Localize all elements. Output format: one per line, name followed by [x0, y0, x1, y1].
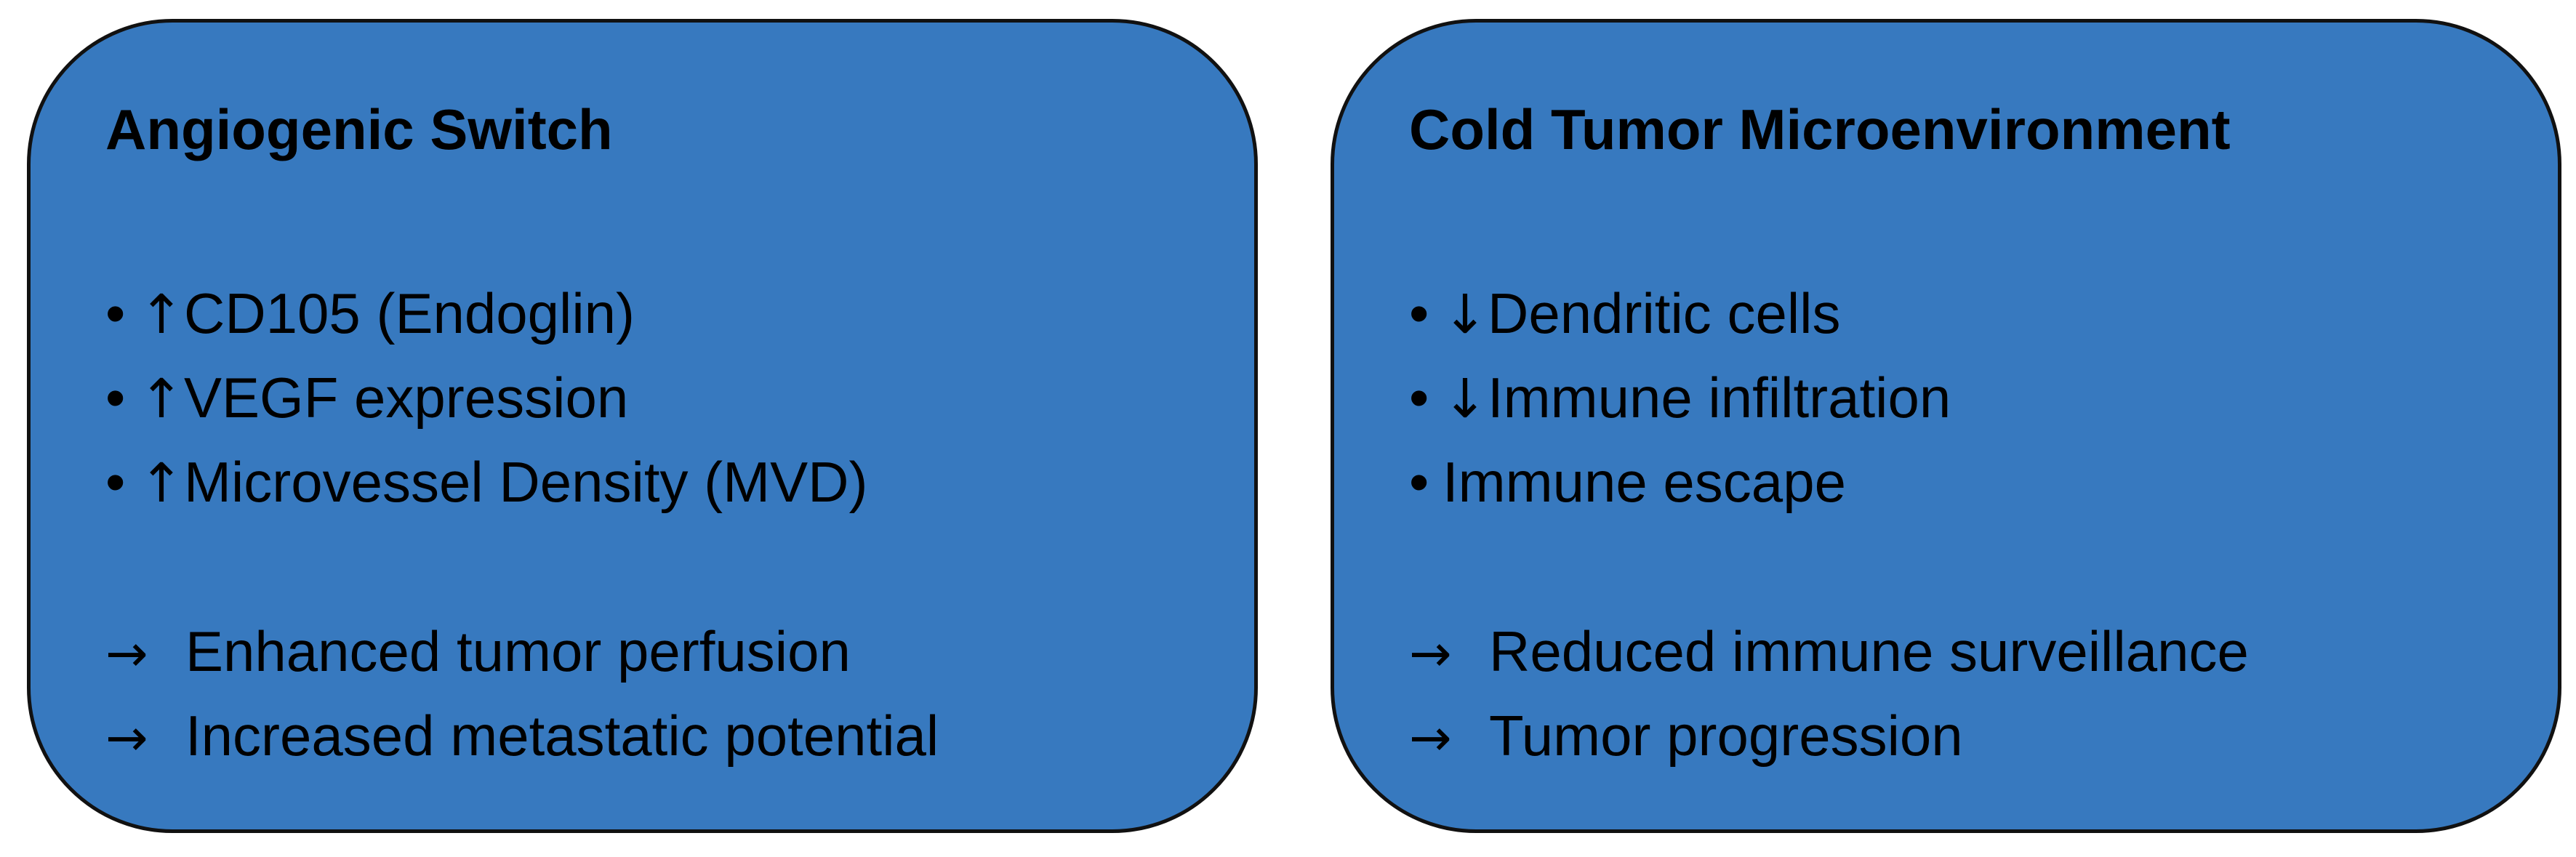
bullet-list: •↓Dendritic cells •↓Immune infiltration … — [1409, 271, 1951, 524]
outcome-item: → Reduced immune surveillance — [1409, 609, 2249, 693]
outcome-item: → Enhanced tumor perfusion — [105, 609, 939, 693]
list-item: •↓Immune infiltration — [1409, 355, 1951, 440]
bullet-icon: • — [105, 281, 126, 345]
right-arrow-icon: → — [1409, 708, 1452, 768]
right-arrow-icon: → — [105, 624, 148, 683]
bullet-list: •↑CD105 (Endoglin) •↑VEGF expression •↑M… — [105, 271, 867, 524]
bullet-icon: • — [105, 366, 126, 430]
outcome-text: Tumor progression — [1489, 704, 1963, 768]
outcome-text: Increased metastatic potential — [185, 704, 939, 768]
list-item: •↑Microvessel Density (MVD) — [105, 440, 867, 524]
down-arrow-icon: ↓ — [1443, 283, 1488, 346]
up-arrow-icon: ↑ — [139, 368, 185, 430]
panel-title: Angiogenic Switch — [105, 97, 613, 161]
angiogenic-switch-panel: Angiogenic Switch •↑CD105 (Endoglin) •↑V… — [27, 19, 1258, 833]
right-arrow-icon: → — [1409, 624, 1452, 683]
outcome-text: Reduced immune surveillance — [1489, 619, 2249, 683]
bullet-text: Immune escape — [1443, 450, 1846, 514]
list-item: •↑VEGF expression — [105, 355, 867, 440]
bullet-text: Microvessel Density (MVD) — [184, 450, 868, 514]
bullet-text: Dendritic cells — [1488, 281, 1841, 345]
panel-title: Cold Tumor Microenvironment — [1409, 97, 2231, 161]
cold-tumor-microenvironment-panel: Cold Tumor Microenvironment •↓Dendritic … — [1331, 19, 2561, 833]
bullet-icon: • — [1409, 366, 1429, 430]
outcome-item: → Increased metastatic potential — [105, 693, 939, 778]
bullet-icon: • — [1409, 450, 1429, 514]
bullet-text: VEGF expression — [184, 366, 629, 430]
outcome-list: → Reduced immune surveillance → Tumor prog… — [1409, 609, 2249, 778]
up-arrow-icon: ↑ — [139, 283, 185, 346]
outcome-text: Enhanced tumor perfusion — [185, 619, 851, 683]
list-item: •Immune escape — [1409, 440, 1951, 524]
bullet-icon: • — [1409, 281, 1429, 345]
list-item: •↓Dendritic cells — [1409, 271, 1951, 355]
outcome-item: → Tumor progression — [1409, 693, 2249, 778]
right-arrow-icon: → — [105, 708, 148, 768]
bullet-text: Immune infiltration — [1488, 366, 1951, 430]
list-item: •↑CD105 (Endoglin) — [105, 271, 867, 355]
up-arrow-icon: ↑ — [139, 452, 185, 515]
bullet-icon: • — [105, 450, 126, 514]
outcome-list: → Enhanced tumor perfusion → Increased met… — [105, 609, 939, 778]
down-arrow-icon: ↓ — [1443, 368, 1488, 430]
bullet-text: CD105 (Endoglin) — [184, 281, 635, 345]
